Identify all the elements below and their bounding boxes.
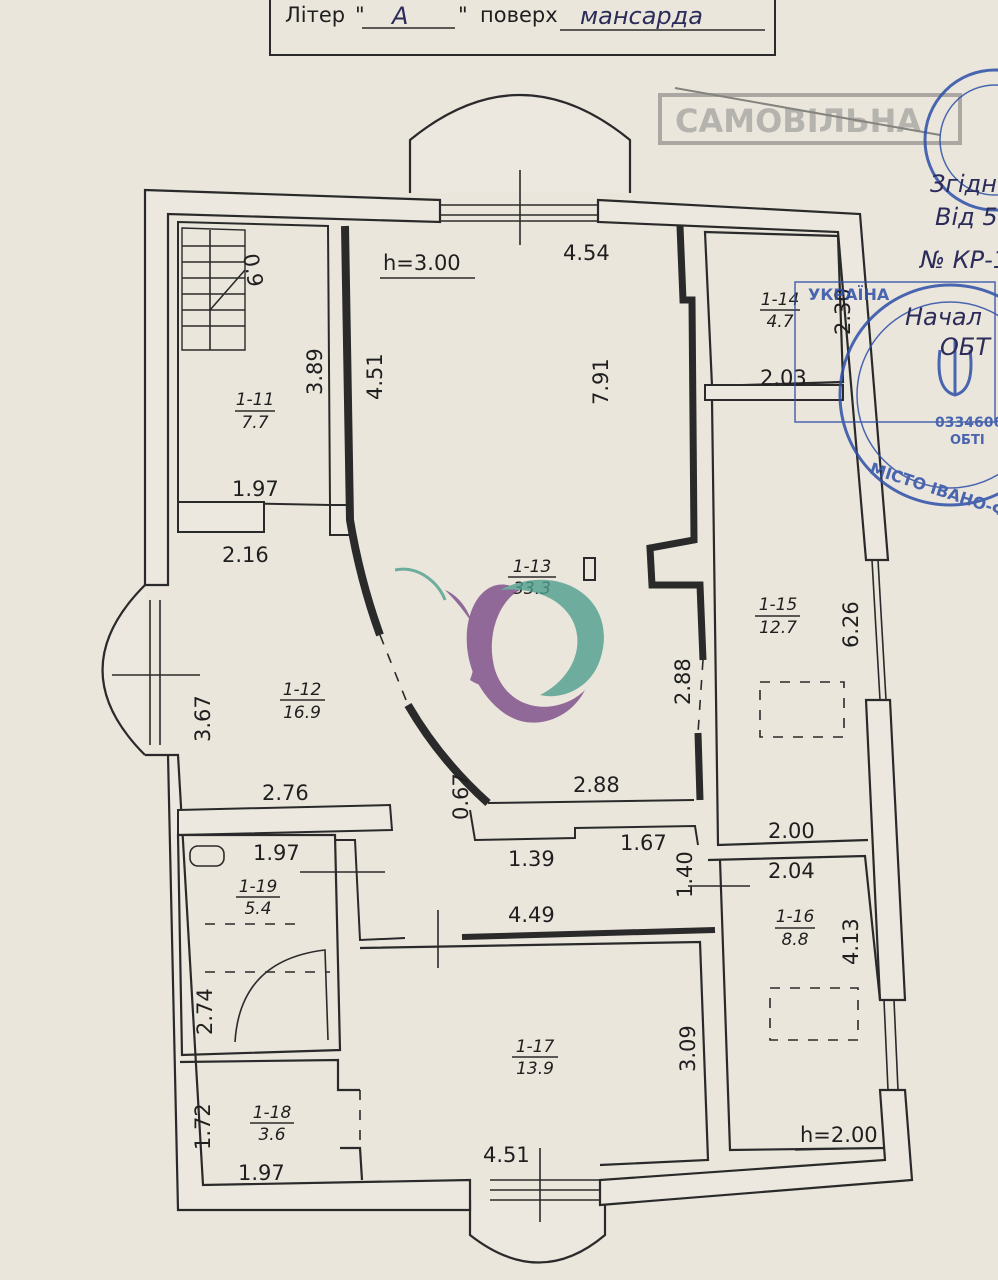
- svg-text:2.88: 2.88: [573, 773, 620, 797]
- svg-text:4.54: 4.54: [563, 241, 610, 265]
- svg-text:3.67: 3.67: [191, 695, 215, 742]
- svg-text:8.8: 8.8: [781, 930, 808, 950]
- svg-text:2.03: 2.03: [760, 366, 807, 390]
- svg-text:ОБТ: ОБТ: [940, 333, 992, 361]
- svg-text:13.9: 13.9: [516, 1059, 554, 1079]
- room-1-11: 1-11 7.7: [235, 390, 275, 433]
- svg-text:1.40: 1.40: [673, 851, 697, 898]
- svg-text:4.49: 4.49: [508, 903, 555, 927]
- svg-text:2.30: 2.30: [831, 288, 855, 335]
- svg-text:7.91: 7.91: [589, 358, 613, 405]
- room-1-18: 1-18 3.6: [250, 1103, 294, 1145]
- room-1-14: 1-14 4.7: [760, 290, 800, 332]
- svg-text:1.67: 1.67: [620, 831, 667, 855]
- room-labels: 1-11 7.7 1-12 16.9 1-13 33.3 1-14 4.7 1-…: [235, 290, 815, 1145]
- room-1-19: 1-19 5.4: [236, 877, 280, 919]
- dimension-labels: 4.54 4.51 7.91 3.89 1.97 2.16 3.67 2.76 …: [191, 241, 863, 1185]
- height-side: h=2.00: [800, 1123, 878, 1147]
- header-box: Літер " А " поверх мансарда: [269, 0, 776, 56]
- svg-text:5.4: 5.4: [244, 899, 271, 919]
- svg-text:Від 5: Від 5: [935, 203, 998, 231]
- svg-text:0.67: 0.67: [449, 773, 473, 820]
- svg-text:Начал: Начал: [905, 303, 982, 331]
- watermark-logo: [394, 567, 604, 723]
- svg-text:4.51: 4.51: [363, 353, 387, 400]
- svg-text:Згідно: Згідно: [930, 170, 998, 198]
- balcony-left: [101, 584, 146, 756]
- svg-text:4.51: 4.51: [483, 1143, 530, 1167]
- svg-text:1-15: 1-15: [759, 595, 798, 615]
- outer-walls: [112, 170, 914, 1222]
- balcony-bottom: [468, 1200, 607, 1264]
- svg-text:2.88: 2.88: [671, 658, 695, 705]
- room-1-17: 1-17 13.9: [512, 1037, 558, 1079]
- handwritten-notes: Згідно Від 5 № КР-1 Начал ОБТ: [905, 170, 998, 361]
- svg-text:": ": [458, 3, 468, 27]
- svg-text:6.26: 6.26: [839, 601, 863, 648]
- svg-text:3.6: 3.6: [258, 1125, 285, 1145]
- svg-text:УКРАЇНА: УКРАЇНА: [808, 285, 890, 304]
- litera-label: Літер: [285, 3, 345, 27]
- room-1-15: 1-15 12.7: [755, 595, 800, 638]
- room-1-12: 1-12 16.9: [280, 680, 325, 723]
- svg-text:4.13: 4.13: [839, 918, 863, 965]
- svg-text:1.97: 1.97: [253, 841, 300, 865]
- floor-label: поверх: [480, 3, 558, 27]
- svg-text:САМОВІЛЬНА: САМОВІЛЬНА: [675, 102, 921, 140]
- svg-text:1-18: 1-18: [253, 1103, 292, 1123]
- round-stamp-top: [923, 68, 998, 212]
- svg-text:1.39: 1.39: [508, 847, 555, 871]
- svg-text:3.09: 3.09: [676, 1025, 700, 1072]
- floor-value: мансарда: [580, 2, 703, 30]
- svg-text:1-12: 1-12: [283, 680, 322, 700]
- svg-text:2.04: 2.04: [768, 859, 815, 883]
- litera-value: А: [390, 2, 408, 30]
- svg-text:1-17: 1-17: [516, 1037, 555, 1057]
- svg-text:16.9: 16.9: [283, 703, 321, 723]
- svg-text:2.00: 2.00: [768, 819, 815, 843]
- svg-text:1-13: 1-13: [513, 557, 552, 577]
- svg-text:0.9: 0.9: [238, 252, 267, 289]
- svg-text:2.16: 2.16: [222, 543, 269, 567]
- svg-text:ОБТІ: ОБТІ: [950, 433, 985, 448]
- svg-text:": ": [355, 3, 365, 27]
- svg-text:1.72: 1.72: [191, 1103, 215, 1150]
- svg-text:1-14: 1-14: [761, 290, 800, 310]
- interior-walls: [176, 220, 886, 1181]
- svg-text:1.97: 1.97: [232, 477, 279, 501]
- svg-text:1-19: 1-19: [239, 877, 278, 897]
- samovilna-stamp: САМОВІЛЬНА: [658, 87, 962, 145]
- svg-text:7.7: 7.7: [241, 413, 268, 433]
- balcony-top: [408, 94, 632, 193]
- svg-text:1-16: 1-16: [776, 907, 815, 927]
- svg-text:03346068: 03346068: [935, 415, 998, 431]
- svg-text:1-11: 1-11: [236, 390, 275, 410]
- svg-text:№ КР-1: № КР-1: [918, 246, 998, 274]
- svg-text:4.7: 4.7: [766, 312, 793, 332]
- svg-text:3.89: 3.89: [303, 348, 327, 395]
- svg-text:12.7: 12.7: [759, 618, 797, 638]
- svg-text:1.97: 1.97: [238, 1161, 285, 1185]
- room-1-16: 1-16 8.8: [775, 907, 815, 950]
- svg-text:2.74: 2.74: [193, 988, 217, 1035]
- height-main: h=3.00: [383, 251, 461, 275]
- svg-text:2.76: 2.76: [262, 781, 309, 805]
